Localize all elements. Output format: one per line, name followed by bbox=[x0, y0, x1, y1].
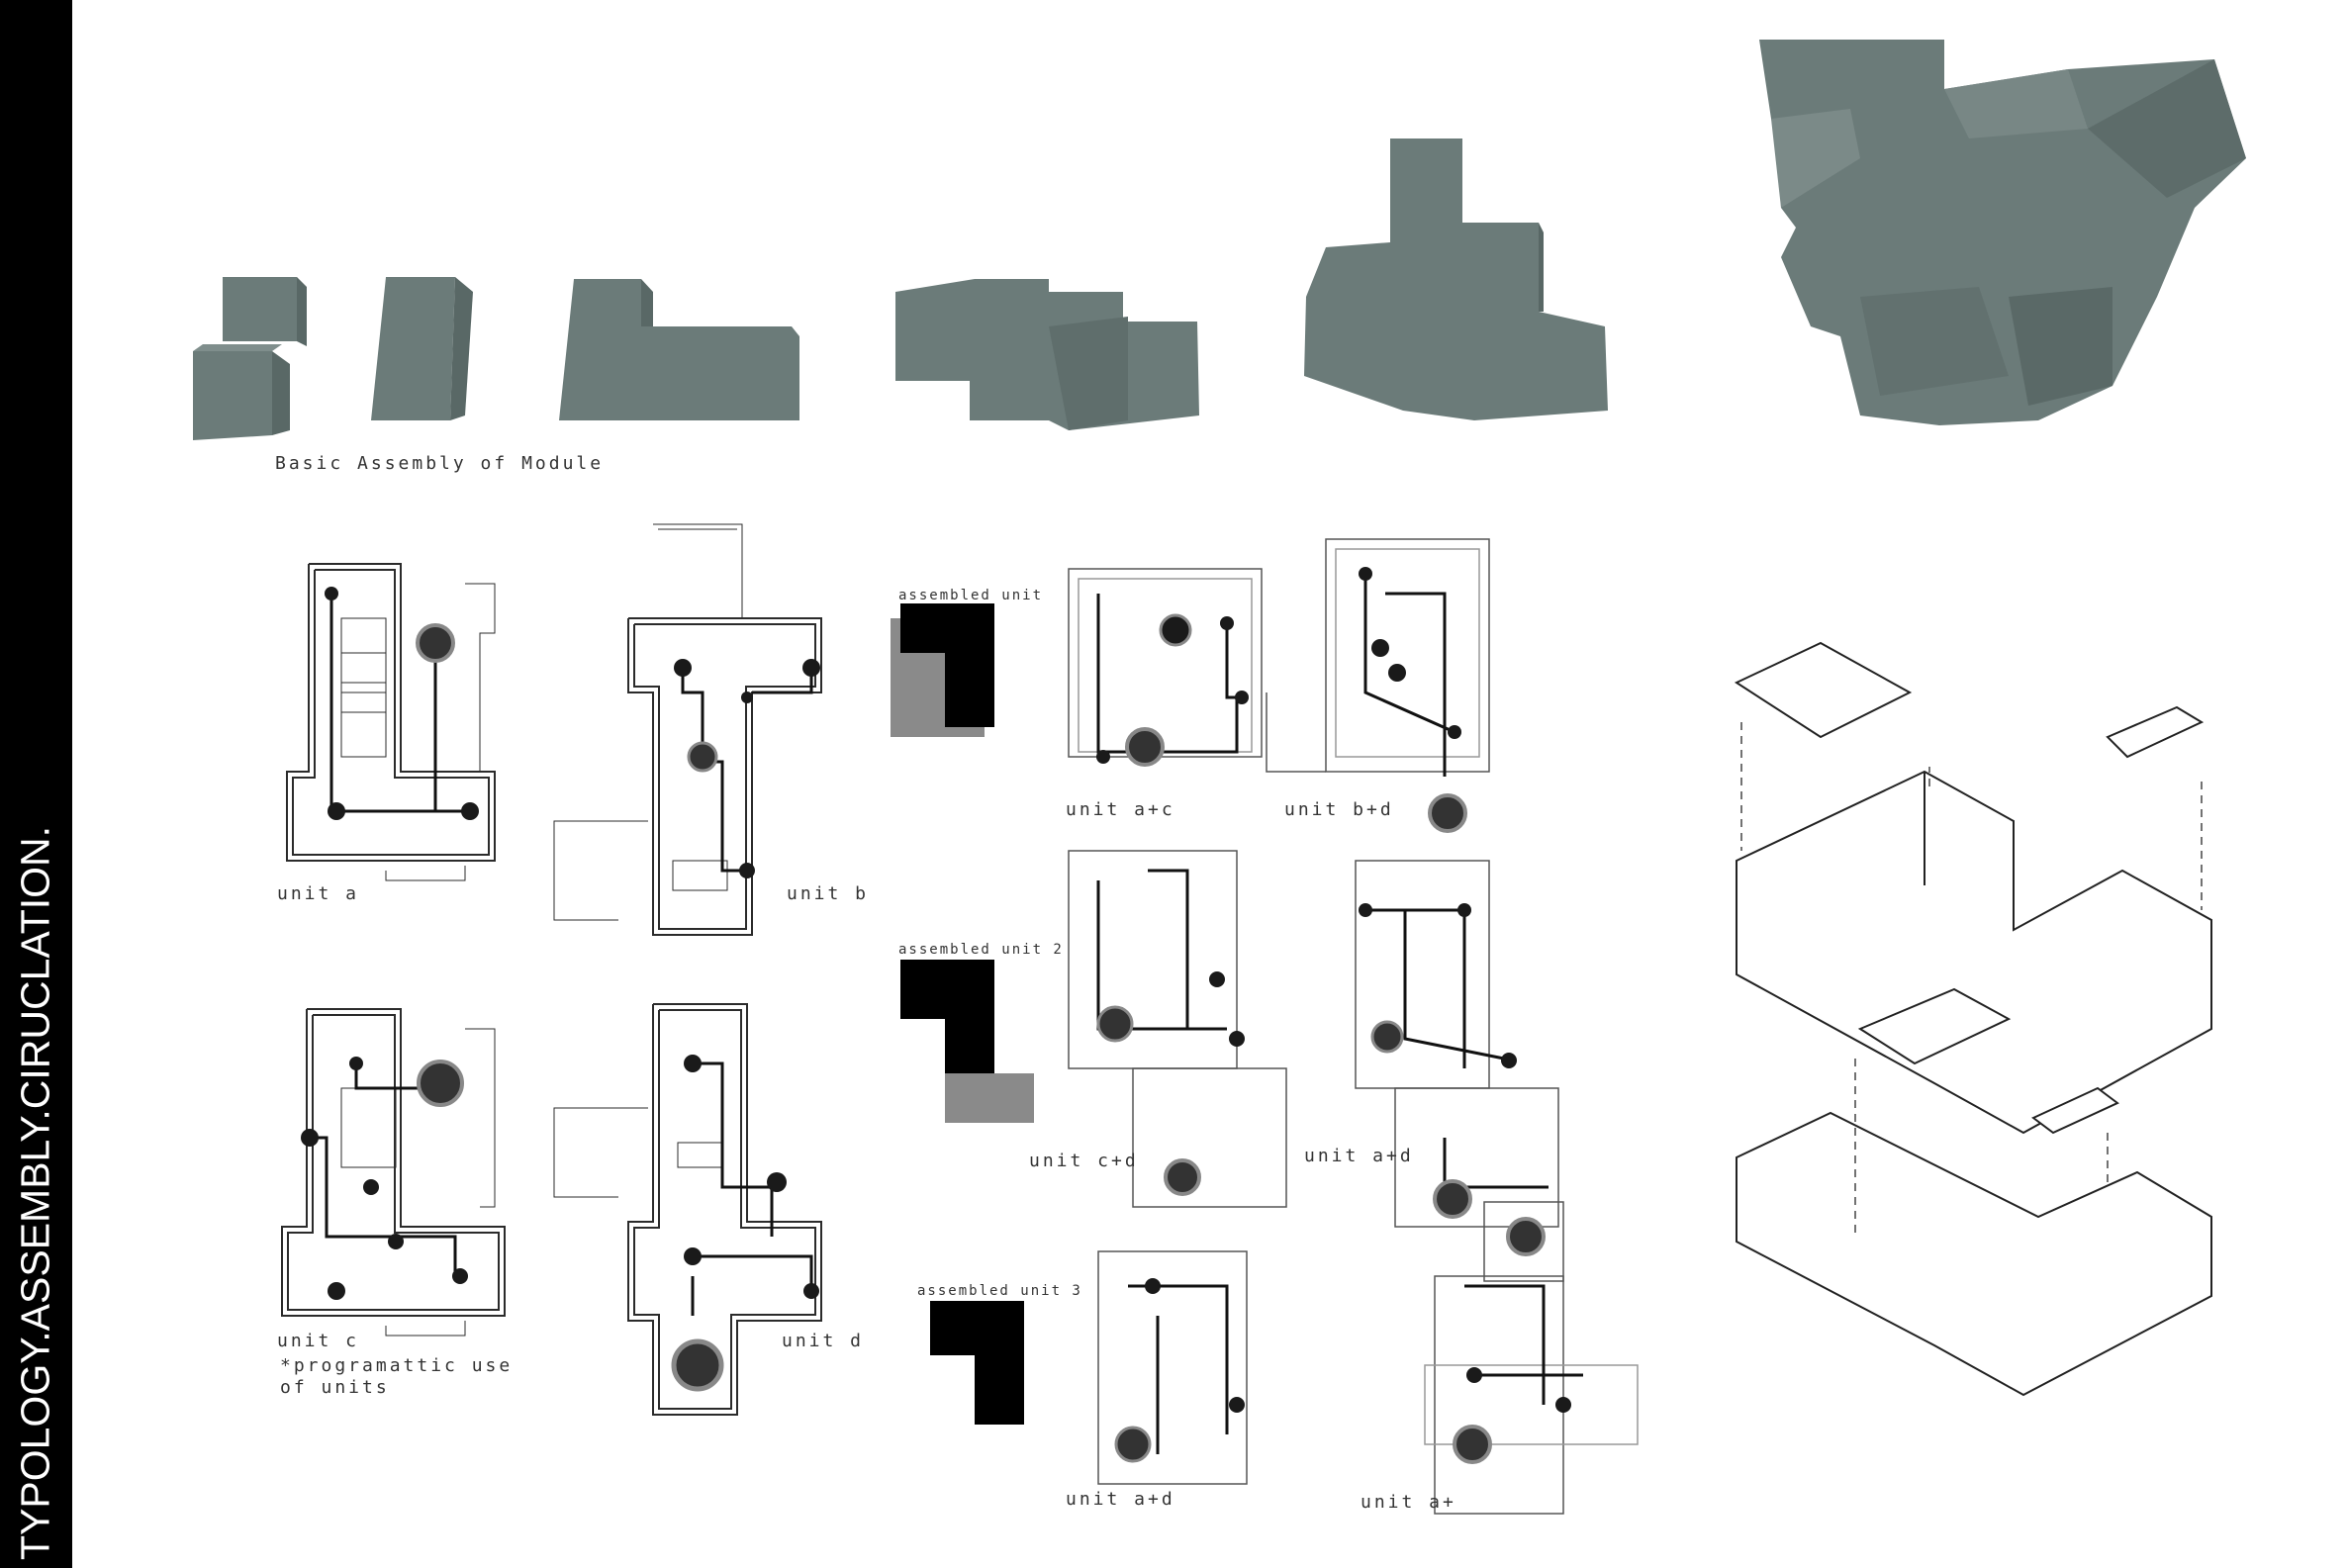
label-unit-a: unit a bbox=[277, 883, 360, 904]
assembled-unit-block-2 bbox=[900, 960, 1034, 1123]
label-assembled-unit-2: assembled unit 2 bbox=[898, 942, 1064, 958]
plan-unit-a bbox=[286, 563, 496, 881]
massing-model-1 bbox=[193, 277, 307, 440]
label-unit-a-plus: unit a+ bbox=[1361, 1492, 1456, 1513]
label-unit-d: unit d bbox=[782, 1331, 865, 1351]
label-unit-a-c: unit a+c bbox=[1066, 799, 1175, 820]
isometric-exploded-diagram bbox=[1734, 641, 2212, 1397]
label-unit-c: unit c bbox=[277, 1331, 360, 1351]
assembled-unit-block-3 bbox=[930, 1301, 1024, 1425]
plan-unit-d bbox=[553, 1003, 822, 1416]
label-basic-assembly: Basic Assembly of Module bbox=[275, 453, 605, 474]
massing-model-4 bbox=[895, 279, 1199, 430]
massing-model-5 bbox=[1304, 138, 1608, 420]
label-unit-c-d: unit c+d bbox=[1029, 1151, 1139, 1171]
plan-unit-b bbox=[553, 523, 822, 936]
massing-model-2 bbox=[371, 277, 473, 420]
label-unit-b-d: unit b+d bbox=[1284, 799, 1394, 820]
massing-model-3 bbox=[559, 279, 799, 420]
massing-model-6 bbox=[1759, 40, 2246, 425]
assembled-plans bbox=[1068, 538, 1639, 1515]
sidebar-band: TYPOLOGY.ASSEMBLY.CIRUCLATION. bbox=[0, 0, 72, 1568]
assembled-unit-block-1 bbox=[891, 603, 994, 737]
label-unit-b: unit b bbox=[787, 883, 870, 904]
label-unit-a-d-2: unit a+d bbox=[1066, 1489, 1175, 1510]
label-assembled-unit-3: assembled unit 3 bbox=[917, 1283, 1082, 1299]
label-assembled-unit: assembled unit bbox=[898, 588, 1044, 603]
plan-unit-c bbox=[281, 1008, 506, 1337]
label-unit-c-note: *programattic use of units bbox=[280, 1355, 514, 1398]
label-unit-a-d-1: unit a+d bbox=[1304, 1146, 1414, 1166]
